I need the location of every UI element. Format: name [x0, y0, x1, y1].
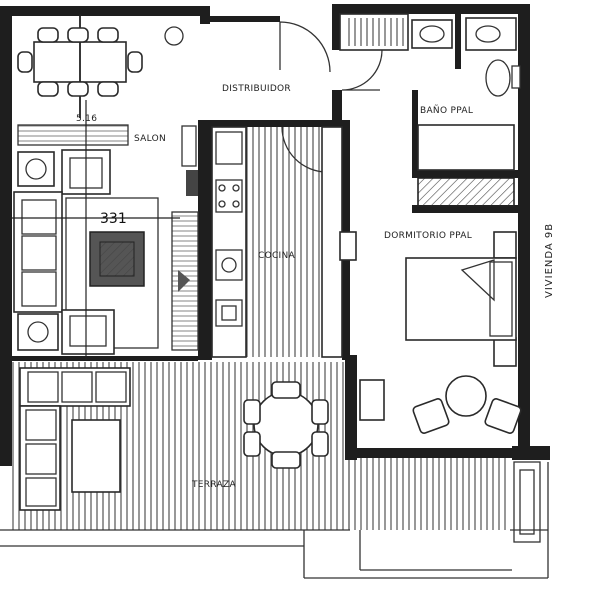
label-dormitorio: DORMITORIO PPAL — [384, 231, 472, 241]
terrace-furniture — [0, 367, 549, 579]
living-furniture — [10, 100, 199, 360]
bedroom-furniture — [359, 231, 522, 434]
label-salon: SALON — [134, 134, 166, 144]
bathroom-fixtures — [339, 13, 521, 207]
label-terraza: TERRAZA — [191, 480, 236, 490]
dimension-331: 331 — [100, 211, 127, 227]
label-cocina: COCINA — [258, 251, 296, 261]
kitchen-units — [211, 126, 357, 358]
label-distribuidor: DISTRIBUIDOR — [222, 84, 291, 94]
label-bano: BAÑO PPAL — [420, 105, 473, 116]
walls — [0, 4, 550, 466]
dining-set — [17, 14, 184, 118]
label-vivienda: VIVIENDA 9B — [544, 223, 555, 298]
dimension-top: 5.16 — [76, 114, 97, 124]
labels: DISTRIBUIDOR SALON COCINA BAÑO PPAL DORM… — [76, 84, 555, 490]
